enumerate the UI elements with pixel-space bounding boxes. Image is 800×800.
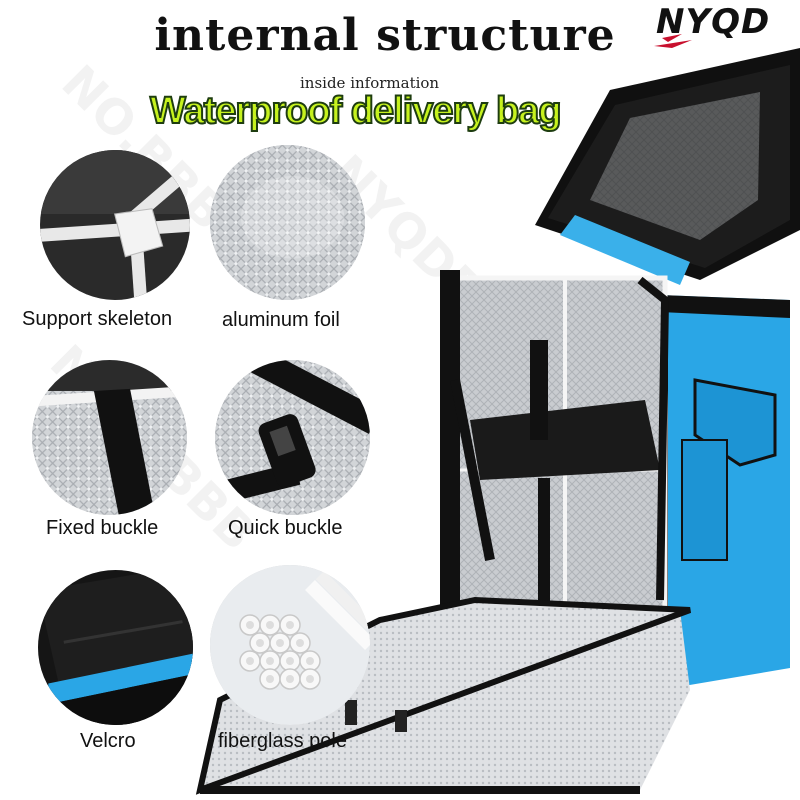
fiberglass-pole-label: fiberglass pole [218, 730, 347, 752]
fiberglass-pole-icon [210, 565, 370, 725]
fixed-buckle-label: Fixed buckle [46, 517, 159, 539]
aluminum-foil-icon [210, 145, 365, 300]
page-title: internal structure [154, 10, 616, 61]
velcro-icon [38, 570, 193, 725]
headline: Waterproof delivery bag [149, 89, 563, 133]
logo-swoosh-icon [654, 34, 692, 48]
support-skeleton-label: Support skeleton [22, 308, 173, 330]
velcro-label: Velcro [80, 730, 136, 752]
brand-logo: NYQD [656, 2, 771, 42]
subtitle: inside information [300, 74, 440, 92]
quick-buckle-label: Quick buckle [228, 517, 343, 539]
fixed-buckle-icon [32, 360, 187, 515]
aluminum-foil-label: aluminum foil [222, 309, 340, 331]
quick-buckle-icon [215, 360, 370, 515]
support-skeleton-icon [40, 150, 190, 300]
